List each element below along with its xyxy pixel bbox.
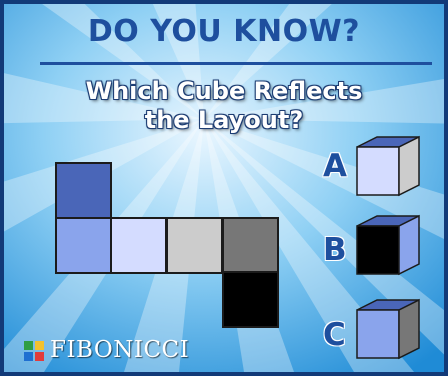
fibonicci-logo-icon	[24, 341, 44, 361]
cube-b-icon[interactable]	[355, 214, 421, 284]
net-face-light-gray	[166, 217, 223, 274]
net-face-dark-gray	[222, 217, 279, 274]
cube-net	[4, 4, 444, 372]
page-title: DO YOU KNOW?	[87, 14, 361, 49]
option-c-label: C	[323, 317, 346, 353]
question-line-2: the Layout?	[144, 106, 304, 134]
net-face-light-blue	[110, 217, 167, 274]
option-a-label: A	[323, 148, 347, 184]
cube-c-icon[interactable]	[355, 298, 421, 368]
net-face-medium-blue	[55, 217, 112, 274]
brand-name: FIBONICCI	[50, 337, 190, 363]
question-line-1: Which Cube Reflects	[85, 77, 363, 105]
question-text: Which Cube Reflects the Layout?	[54, 77, 394, 135]
option-b-label: B	[323, 232, 347, 268]
brand-logo: FIBONICCI	[24, 337, 244, 367]
cube-a-icon[interactable]	[355, 135, 421, 205]
net-face-dark-blue	[55, 162, 112, 219]
net-face-black	[222, 271, 279, 328]
title-divider	[40, 62, 432, 65]
